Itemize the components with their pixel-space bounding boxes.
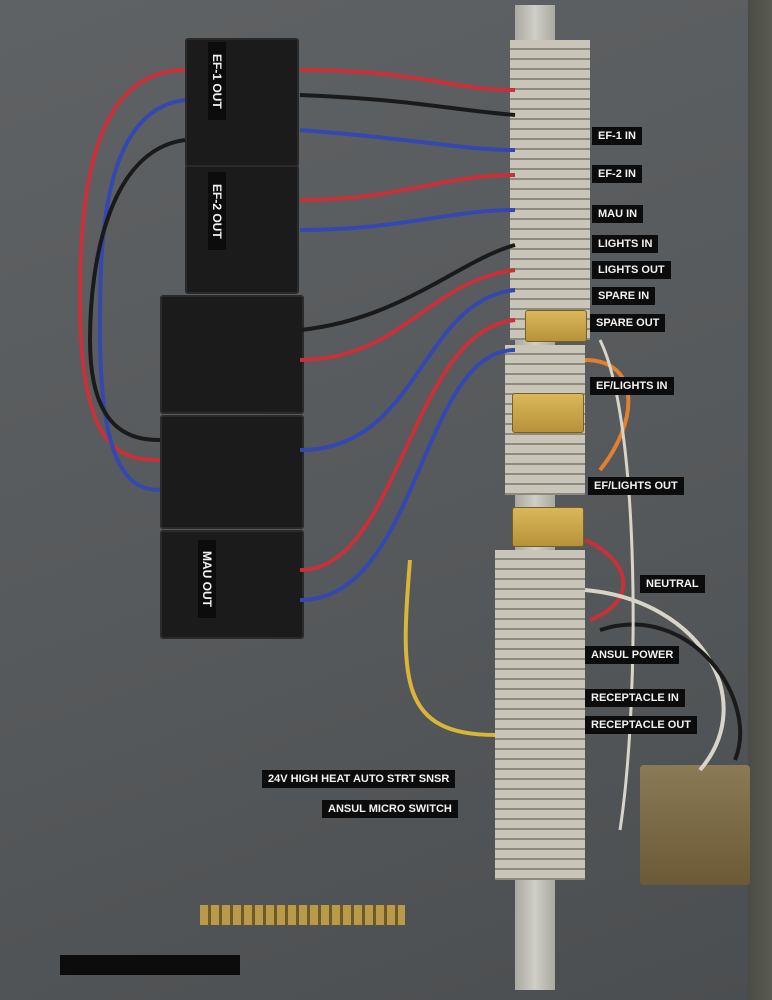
label-receptacle-out: RECEPTACLE OUT xyxy=(585,716,698,734)
ground-bar xyxy=(200,905,405,925)
label-24v-high-heat: 24V HIGH HEAT AUTO STRT SNSR xyxy=(262,770,456,788)
contactor-lights xyxy=(160,295,304,414)
terminal-block-lower xyxy=(495,550,585,880)
contactor-spare xyxy=(160,415,304,529)
label-ef1-in: EF-1 IN xyxy=(592,127,642,145)
contactor-label-mau-out: MAU OUT xyxy=(198,540,216,618)
label-ansul-power: ANSUL POWER xyxy=(585,646,680,664)
label-spare-in: SPARE IN xyxy=(592,287,656,305)
label-lights-out: LIGHTS OUT xyxy=(592,261,671,279)
relay-1 xyxy=(525,310,587,342)
label-lights-in: LIGHTS IN xyxy=(592,235,659,253)
transformer xyxy=(640,765,750,885)
contactor-ef2 xyxy=(185,165,299,294)
label-illegible xyxy=(60,955,240,975)
contactor-label-ef2-out: EF-2 OUT xyxy=(208,172,226,250)
relay-2 xyxy=(512,393,584,433)
enclosure-frame xyxy=(748,0,772,1000)
label-spare-out: SPARE OUT xyxy=(590,314,666,332)
label-receptacle-in: RECEPTACLE IN xyxy=(585,689,685,707)
label-neutral: NEUTRAL xyxy=(640,575,705,593)
relay-3 xyxy=(512,507,584,547)
contactor-label-ef1-out: EF-1 OUT xyxy=(208,42,226,120)
label-ef-lights-in: EF/LIGHTS IN xyxy=(590,377,674,395)
contactor-mau xyxy=(160,530,304,639)
label-ansul-micro-switch: ANSUL MICRO SWITCH xyxy=(322,800,458,818)
label-ef2-in: EF-2 IN xyxy=(592,165,642,183)
label-mau-in: MAU IN xyxy=(592,205,644,223)
label-ef-lights-out: EF/LIGHTS OUT xyxy=(588,477,684,495)
terminal-block-upper xyxy=(510,40,590,340)
